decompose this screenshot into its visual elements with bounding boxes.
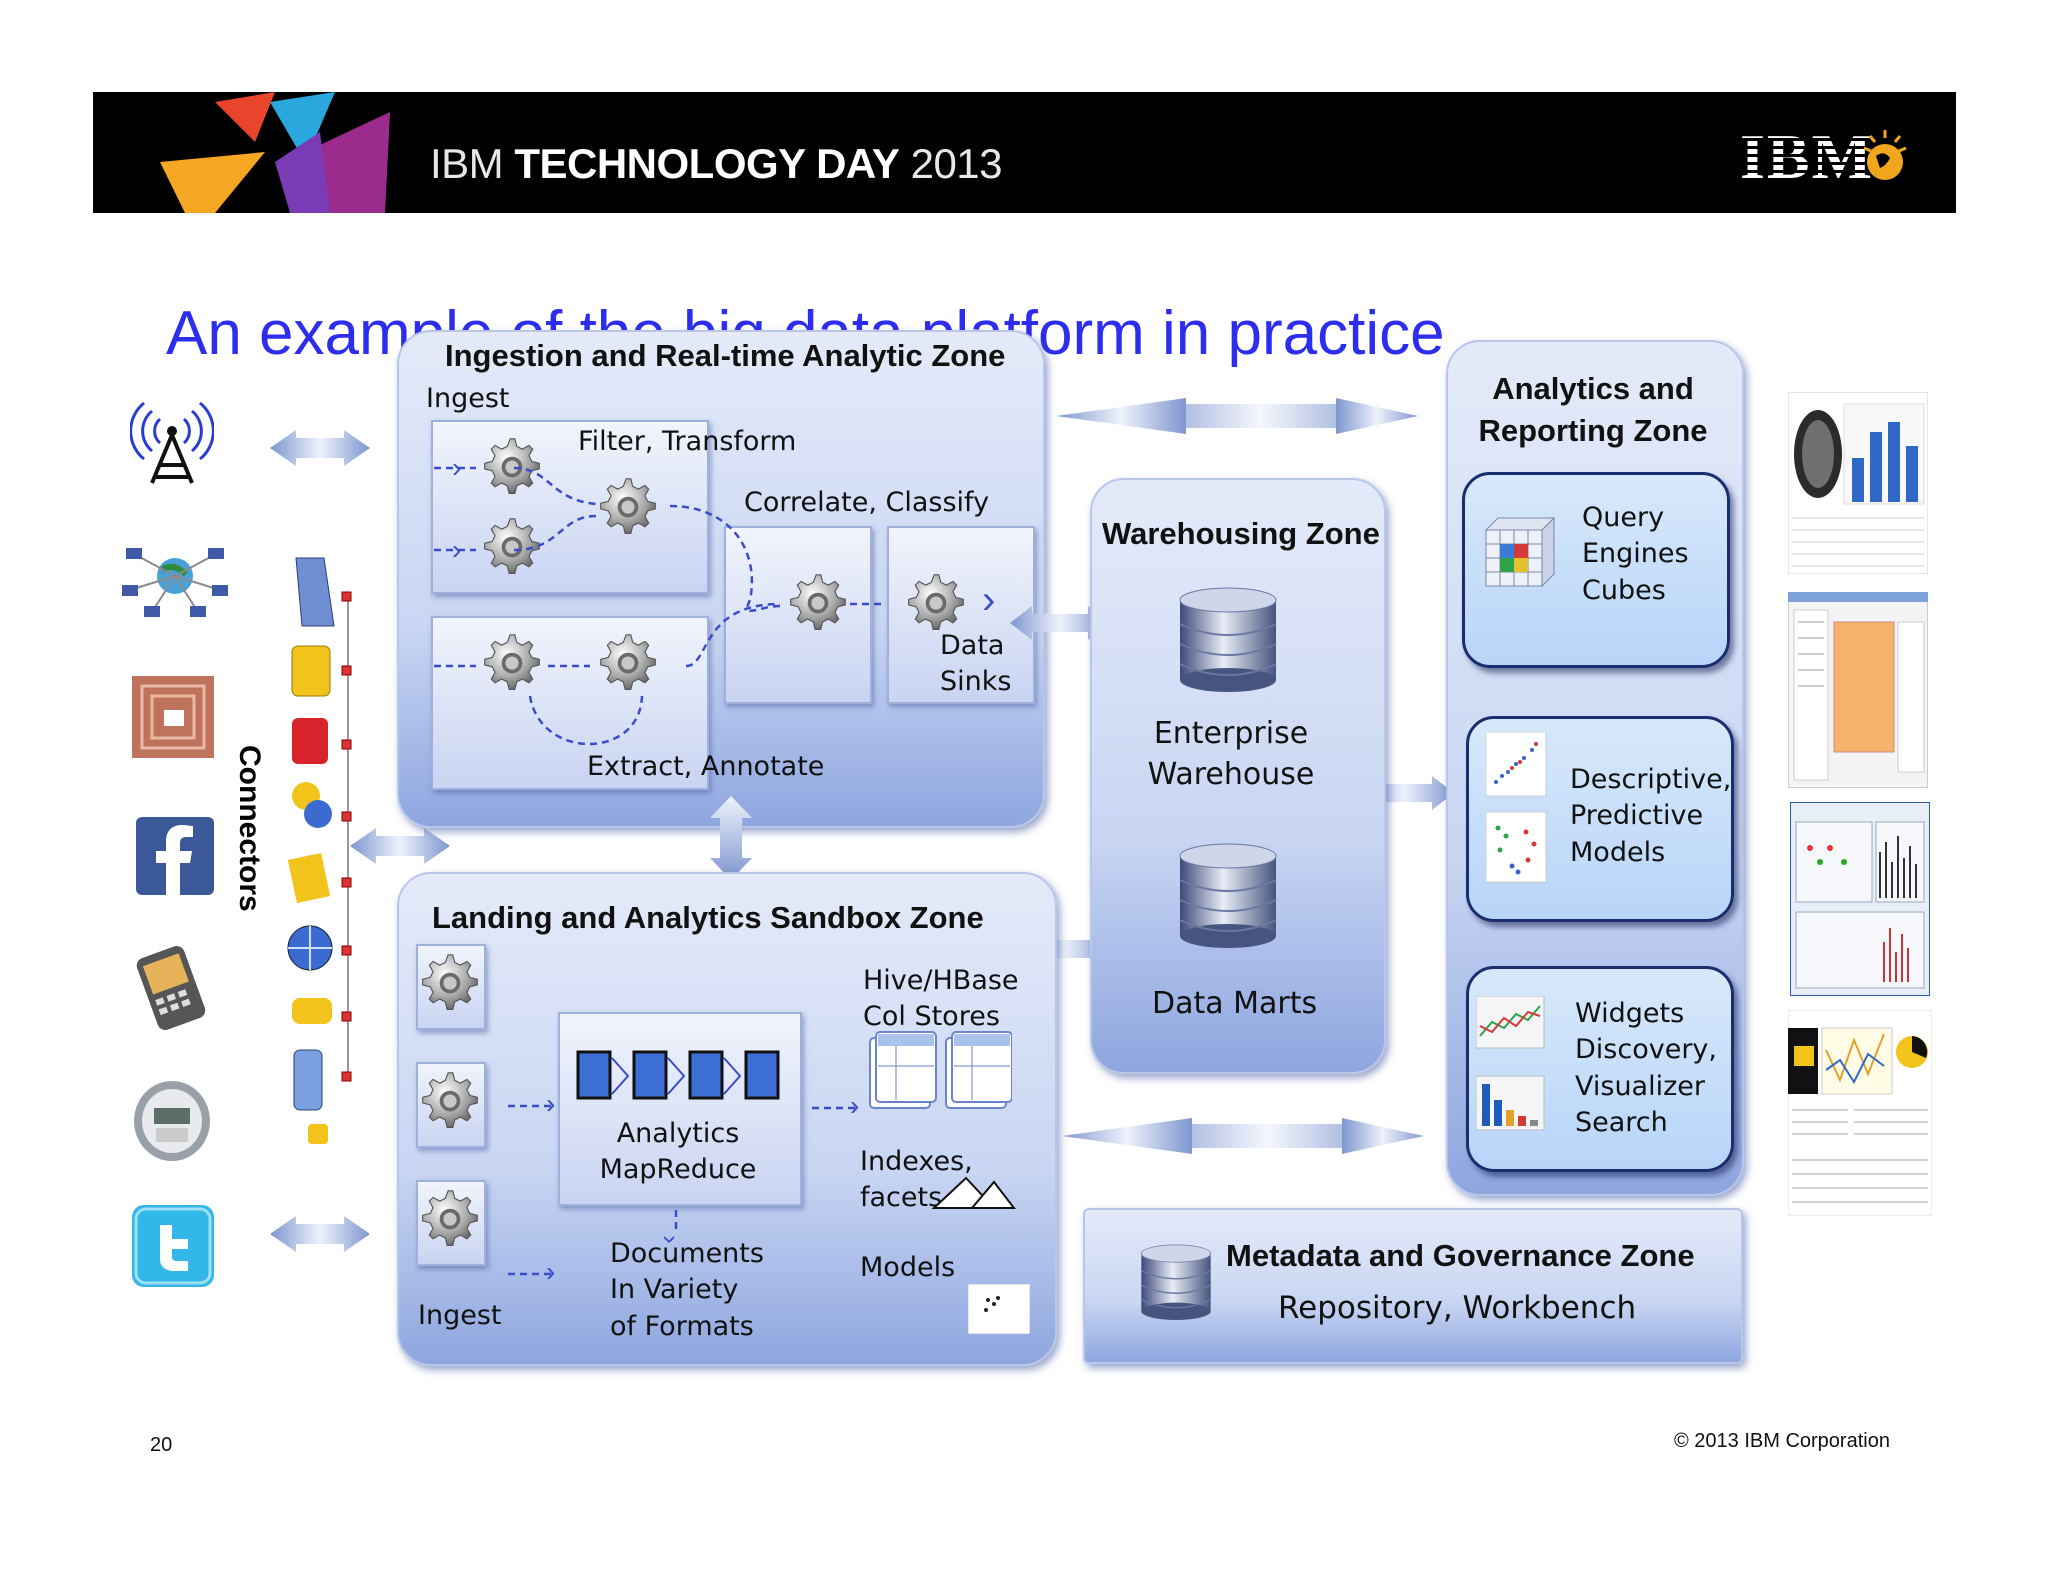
arrowhead-icon: › [546,1088,556,1119]
extract-annotate-box [431,616,709,790]
mapreduce-box [558,1012,802,1206]
tower-link-arrow-icon [270,430,370,466]
event-logo-icon [160,92,390,213]
header-banner [93,92,1956,213]
network-globe-icon [122,548,228,617]
landing-zone-title: Landing and Analytics Sandbox Zone [432,900,984,935]
radio-tower-icon [130,401,214,484]
gear-icon [422,954,478,1010]
page-number: 20 [150,1434,173,1456]
connector-adapters-icon [287,557,352,1144]
correlate-classify-label: Correlate, Classify [744,487,990,518]
filter-transform-box [431,420,709,594]
landing-ingest-label: Ingest [418,1300,502,1331]
arrowhead-icon: › [452,534,462,565]
arrowhead-icon: › [982,578,996,622]
arrowhead-icon: › [452,452,462,483]
arrowhead-icon: › [850,1090,860,1121]
sinks-warehouse-arrow-icon [1010,606,1110,640]
bottom-flow-arrow-icon [1062,1118,1424,1154]
warehousing-zone-title: Warehousing Zone [1102,516,1380,551]
smarter-planet-icon [1863,130,1907,180]
database-icon [1140,1244,1212,1320]
sandbox-flow-lines [508,1104,856,1276]
models-label: Models [860,1252,956,1283]
ingestion-flow-lines [434,466,886,746]
metadata-zone-title: Metadata and Governance Zone [1226,1238,1695,1273]
event-title: IBM TECHNOLOGY DAY 2013 [430,140,1003,187]
dashboard-widgets-icon [1476,996,1545,1131]
ingest-label: Ingest [426,383,510,414]
smartphone-icon [136,945,206,1030]
model-grid-icon [968,1284,1030,1334]
warehousing-zone [1090,478,1386,1074]
mapreduce-blocks-icon [576,1050,780,1100]
scatter-plot-icon [1486,732,1547,883]
twitter-link-arrow-icon [270,1216,370,1252]
indexes-facets-label: Indexes,facets [860,1146,973,1214]
report-thumbnail-icon [1788,1010,1932,1216]
extract-annotate-label: Extract, Annotate [587,751,825,782]
database-icon [1179,587,1277,692]
arrowhead-icon: › [655,1235,686,1244]
data-marts-label: Data Marts [1152,986,1318,1021]
connectors-label: Connectors [233,745,266,912]
analytics-thumbnail-icon [1790,802,1930,996]
ingest-sandbox-arrow-icon [710,796,752,880]
connector-link-arrow-icon [350,828,450,864]
database-icon [1179,843,1277,948]
query-tool-thumbnail-icon [1788,592,1928,788]
dashboard-thumbnail-icon [1788,392,1928,574]
gear-icon [422,1190,478,1246]
twitter-icon [132,1205,214,1287]
facebook-icon [136,817,214,895]
copyright: © 2013 IBM Corporation [1674,1430,1890,1452]
ibm-logo: IBM [1740,121,1874,192]
top-flow-arrow-icon [1056,398,1418,434]
gear-icon [422,1072,478,1128]
metadata-subtitle: Repository, Workbench [1278,1290,1637,1326]
facets-triangles-icon [932,1176,1016,1209]
rfid-chip-icon [132,676,214,758]
connectors-label-wrap: Connectors [230,745,270,915]
filter-transform-label: Filter, Transform [578,426,797,457]
ingestion-zone-title: Ingestion and Real-time Analytic Zone [445,338,1006,373]
smart-meter-icon [134,1081,210,1161]
arrowhead-icon: › [546,1256,556,1287]
cube-icon [1484,516,1556,588]
column-store-icon [869,1031,1012,1109]
